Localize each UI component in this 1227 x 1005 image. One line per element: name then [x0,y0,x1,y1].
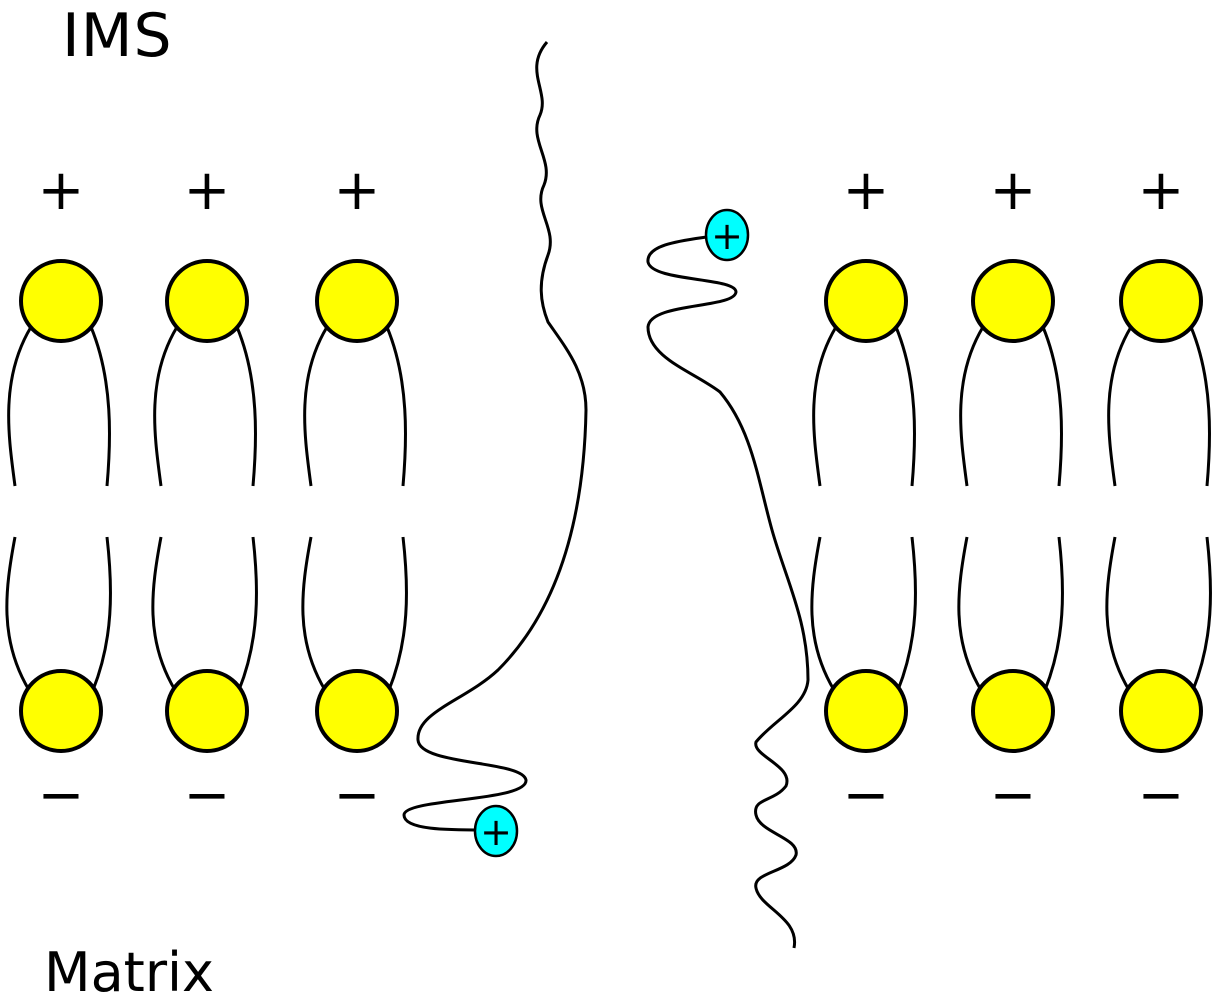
lipid-tail-lower [810,536,836,691]
lipid-tail-upper [812,326,838,487]
negative-charge-label: − [184,763,231,828]
lipid-tail-upper [303,326,329,487]
lipid-tail-upper [894,326,916,487]
lipid-molecule: +− [5,158,112,828]
matrix-label: Matrix [44,941,215,1004]
membrane-left: +−+−+− [5,158,408,828]
positive-charge-label: + [843,158,890,223]
lipid-molecule: +− [957,158,1064,828]
lipid-head-lower [315,669,399,753]
membrane-right: +−+−+− [810,158,1212,828]
lipid-tail-lower [387,536,408,691]
negative-charge-label: − [1138,763,1185,828]
lipid-head-upper [824,259,908,343]
negative-charge-label: − [38,763,85,828]
negative-charge-label: − [990,763,1037,828]
lipid-tail-upper [89,326,111,487]
charge-bead-matrix-shape [473,804,519,858]
lipid-head-upper [971,259,1055,343]
lipid-tail-upper [1107,326,1133,487]
lipid-molecule: +− [151,158,258,828]
lipid-tail-upper [153,326,179,487]
positive-charge-label: + [38,158,85,223]
peptide-chain-right [646,234,810,949]
lipid-tail-upper [235,326,257,487]
lipid-tail-lower [1043,536,1064,691]
lipid-tail-upper [959,326,985,487]
lipid-head-lower [824,669,908,753]
lipid-tail-lower [1191,536,1212,691]
lipid-head-upper [165,259,249,343]
ims-label: IMS [62,1,173,71]
lipid-tail-lower [237,536,258,691]
lipid-tail-lower [5,536,31,691]
charge-bead-ims: + [704,208,750,262]
lipid-tail-lower [151,536,177,691]
positive-charge-label: + [184,158,231,223]
positive-charge-label: + [1138,158,1185,223]
charge-bead-matrix-sign: + [480,810,512,854]
positive-charge-label: + [334,158,381,223]
lipid-tail-upper [7,326,33,487]
lipid-tail-lower [957,536,983,691]
lipid-tail-upper [1041,326,1063,487]
negative-charge-label: − [334,763,381,828]
charge-bead-ims-shape [704,208,750,262]
lipid-molecule: +− [1105,158,1212,828]
negative-charge-label: − [843,763,890,828]
lipid-tail-lower [1105,536,1131,691]
lipid-molecule: +− [301,158,408,828]
lipid-head-lower [19,669,103,753]
lipid-head-lower [165,669,249,753]
lipid-tail-lower [91,536,112,691]
lipid-molecule: +− [810,158,917,828]
lipid-head-lower [971,669,1055,753]
lipid-tail-upper [385,326,407,487]
lipid-head-lower [1119,669,1203,753]
charge-bead-matrix: + [473,804,519,858]
lipid-head-upper [1119,259,1203,343]
lipid-head-upper [315,259,399,343]
lipid-head-upper [19,259,103,343]
peptide-chain-left [402,41,588,832]
lipid-tail-upper [1189,326,1211,487]
positive-charge-label: + [990,158,1037,223]
lipid-tail-lower [301,536,327,691]
lipid-tail-lower [896,536,917,691]
charge-bead-ims-sign: + [711,214,743,258]
